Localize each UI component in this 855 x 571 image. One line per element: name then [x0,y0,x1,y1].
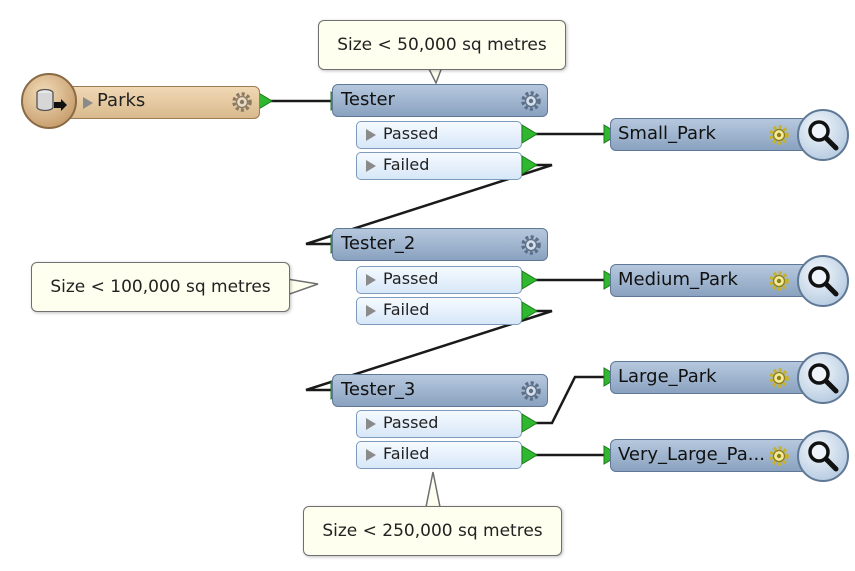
port-label: Failed [383,444,430,463]
gear-icon[interactable] [767,444,791,468]
transformer-title: Tester_2 [341,233,416,254]
expand-triangle-icon[interactable] [365,159,377,173]
expand-triangle-icon[interactable] [365,448,377,462]
port-label: Passed [383,124,439,143]
annotation-text: Size < 250,000 sq metres [322,521,543,541]
gear-icon[interactable] [767,123,791,147]
gear-icon[interactable] [519,89,543,113]
annotation-note-1[interactable]: Size < 50,000 sq metres [318,20,566,70]
magnifier-icon [808,363,839,394]
tester-passed-output-arrow[interactable] [521,124,538,144]
database-reader-icon [36,88,67,112]
tester-failed-output-arrow[interactable] [521,155,538,175]
transformer-title: Tester_3 [341,379,416,400]
reader-icon-circle[interactable] [21,73,77,129]
expand-triangle-icon[interactable] [82,96,94,110]
port-label: Failed [383,155,430,174]
transformer-title: Tester [341,89,395,110]
magnifier-icon [808,120,839,151]
magnifier-icon [808,441,839,472]
output-port-failed[interactable] [356,152,522,180]
tester2-failed-output-arrow[interactable] [521,301,538,321]
inspector-label: Large_Park [618,366,717,387]
expand-triangle-icon[interactable] [365,273,377,287]
gear-icon[interactable] [767,269,791,293]
tester2-passed-output-arrow[interactable] [521,270,538,290]
annotation-note-2[interactable]: Size < 100,000 sq metres [31,262,290,312]
note2-pointer [286,278,319,297]
reader-label: Parks [97,90,146,111]
port-label: Passed [383,269,439,288]
output-port-failed[interactable] [356,441,522,469]
transformer-header[interactable] [332,84,548,117]
transformer-header[interactable] [332,228,548,261]
inspector-icon-circle[interactable] [797,352,849,404]
inspector-label: Small_Park [618,123,716,144]
gear-icon[interactable] [767,366,791,390]
inspector-label: Very_Large_Pa... [618,444,765,465]
magnifier-icon [808,266,839,297]
expand-triangle-icon[interactable] [365,128,377,142]
inspector-icon-circle[interactable] [797,255,849,307]
port-label: Passed [383,413,439,432]
reader-bar[interactable] [60,86,260,119]
output-port-passed[interactable] [356,266,522,294]
gear-icon[interactable] [519,233,543,257]
transformer-header[interactable] [332,374,548,407]
tester3-passed-output-arrow[interactable] [521,413,538,433]
connection-tester-failed-tester2[interactable] [305,163,553,246]
port-label: Failed [383,300,430,319]
expand-triangle-icon[interactable] [365,417,377,431]
output-port-failed[interactable] [356,297,522,325]
output-port-passed[interactable] [356,121,522,149]
output-port-passed[interactable] [356,410,522,438]
note3-pointer [425,471,441,508]
connection-tester3-passed-large-park[interactable] [530,375,606,425]
tester3-failed-output-arrow[interactable] [521,445,538,465]
inspector-icon-circle[interactable] [797,109,849,161]
connection-tester2-failed-tester3[interactable] [305,309,553,392]
inspector-icon-circle[interactable] [797,430,849,482]
inspector-label: Medium_Park [618,269,738,290]
annotation-note-3[interactable]: Size < 250,000 sq metres [303,506,562,556]
gear-icon[interactable] [519,379,543,403]
annotation-text: Size < 100,000 sq metres [50,277,271,297]
expand-triangle-icon[interactable] [365,304,377,318]
annotation-text: Size < 50,000 sq metres [337,35,547,55]
gear-icon[interactable] [230,90,254,114]
